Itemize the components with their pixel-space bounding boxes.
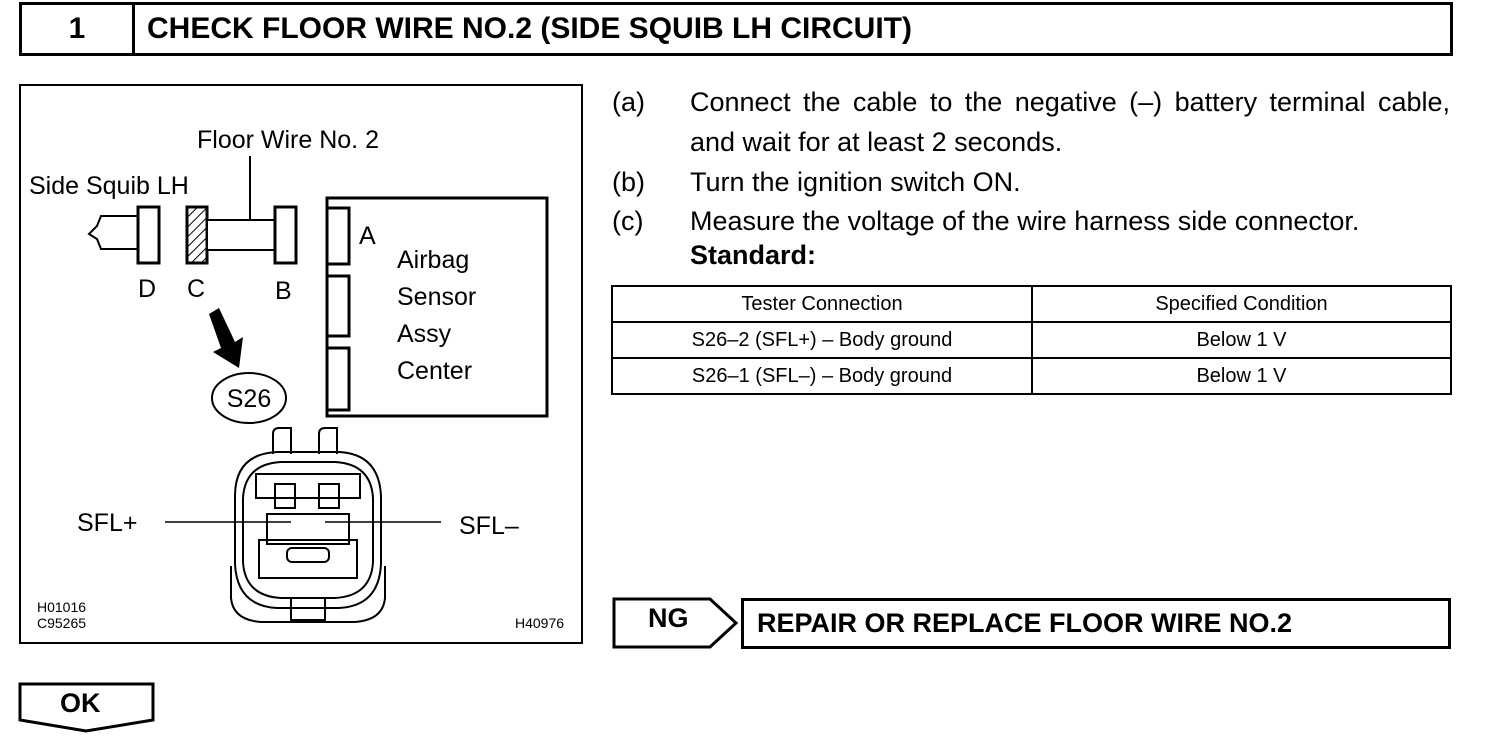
ecu-connector-a — [325, 206, 351, 266]
step-text-c: Measure the voltage of the wire harness … — [690, 206, 1360, 236]
table-header: Specified Condition — [1031, 285, 1452, 323]
ng-arrow-box — [612, 597, 739, 649]
ecu-label-1: Airbag — [397, 246, 469, 274]
step-number: 1 — [22, 5, 135, 53]
connector-b — [273, 205, 298, 265]
figure-code-1: H01016 — [37, 599, 86, 615]
ecu-label-4: Center — [397, 357, 472, 385]
floor-wire-body — [206, 219, 276, 251]
airbag-sensor-assy — [325, 196, 549, 418]
ecu-connector-3 — [325, 346, 351, 412]
table-header-row: Tester Connection Specified Condition — [611, 285, 1452, 323]
terminal-minus-label: SFL– — [459, 512, 519, 540]
ecu-connector-2 — [325, 274, 351, 338]
connector-b-label: B — [275, 277, 292, 305]
step-letter-a: (a) — [612, 87, 645, 117]
connector-d-label: D — [138, 275, 156, 303]
step-header: 1 CHECK FLOOR WIRE NO.2 (SIDE SQUIB LH C… — [19, 2, 1453, 56]
wiring-figure: Floor Wire No. 2 Side Squib LH D C B A A… — [19, 84, 583, 644]
connector-c-label: C — [187, 275, 205, 303]
ng-label: NG — [648, 603, 689, 633]
spec-table: Tester Connection Specified Condition S2… — [611, 285, 1452, 395]
figure-code-2: C95265 — [37, 615, 86, 631]
step-text-b: Turn the ignition switch ON. — [690, 167, 1021, 197]
table-cell: S26–1 (SFL–) – Body ground — [611, 357, 1033, 395]
side-squib-label: Side Squib LH — [29, 172, 189, 200]
connector-code-ellipse — [211, 372, 287, 424]
squib-plug — [87, 215, 139, 250]
step-text-a: Connect the cable to the negative (–) ba… — [690, 87, 1450, 157]
ecu-label-2: Sensor — [397, 283, 476, 311]
connector-c — [185, 205, 209, 265]
table-cell: Below 1 V — [1031, 357, 1452, 395]
step-title: CHECK FLOOR WIRE NO.2 (SIDE SQUIB LH CIR… — [147, 12, 912, 45]
table-row: S26–1 (SFL–) – Body ground Below 1 V — [611, 357, 1452, 395]
connector-diagram: Floor Wire No. 2 Side Squib LH D C B A A… — [29, 126, 564, 631]
floor-wire-label: Floor Wire No. 2 — [197, 126, 379, 154]
ok-arrow-box — [18, 682, 155, 733]
connector-code: S26 — [227, 385, 271, 413]
table-row: S26–2 (SFL+) – Body ground Below 1 V — [611, 321, 1452, 359]
table-header: Tester Connection — [611, 285, 1033, 323]
connector-face — [230, 427, 386, 623]
ok-label: OK — [60, 688, 101, 718]
connector-d — [136, 205, 161, 265]
step-letter-b: (b) — [612, 167, 645, 197]
table-cell: S26–2 (SFL+) – Body ground — [611, 321, 1033, 359]
table-cell: Below 1 V — [1031, 321, 1452, 359]
step-letter-c: (c) — [612, 206, 644, 236]
terminal-plus-label: SFL+ — [77, 509, 137, 537]
arrow-icon — [209, 308, 243, 368]
ng-action: REPAIR OR REPLACE FLOOR WIRE NO.2 — [741, 598, 1451, 649]
figure-code-3: H40976 — [515, 615, 564, 631]
standard-label: Standard: — [690, 240, 817, 270]
ecu-label-3: Assy — [397, 320, 452, 348]
connector-a-label: A — [359, 222, 376, 250]
